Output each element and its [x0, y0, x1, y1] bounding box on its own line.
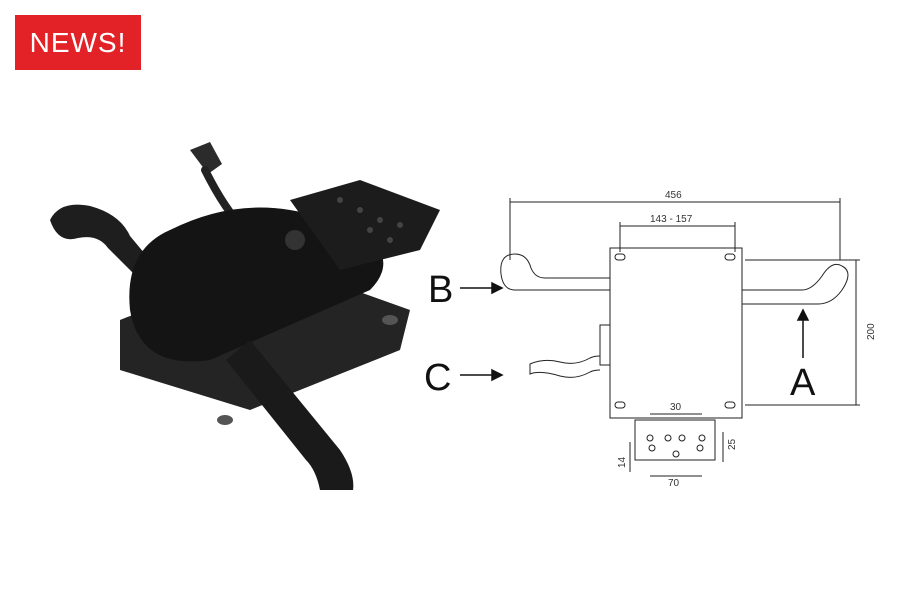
dim-hole-spacing-top: 30 [670, 402, 682, 413]
callout-b: B [428, 269, 453, 311]
dim-overall-width: 456 [665, 190, 682, 201]
technical-drawing: 456 143 - 157 200 30 25 14 70 B C A [424, 190, 877, 489]
chair-mechanism-photo [50, 142, 440, 490]
seat-plate-outline [609, 247, 743, 419]
arrow-a-icon [796, 308, 810, 321]
arrow-c-icon [491, 368, 504, 382]
dim-hole-spacing-bottom: 70 [668, 478, 680, 489]
callout-c: C [424, 357, 451, 399]
dim-plate-range: 143 - 157 [650, 214, 693, 225]
arrow-b-icon [491, 281, 504, 295]
callout-a: A [790, 362, 816, 404]
dim-height: 200 [866, 323, 877, 340]
dim-hole-offset: 14 [617, 456, 628, 468]
news-badge: NEWS! [15, 15, 141, 70]
dim-hole-spacing-side: 25 [727, 438, 738, 450]
